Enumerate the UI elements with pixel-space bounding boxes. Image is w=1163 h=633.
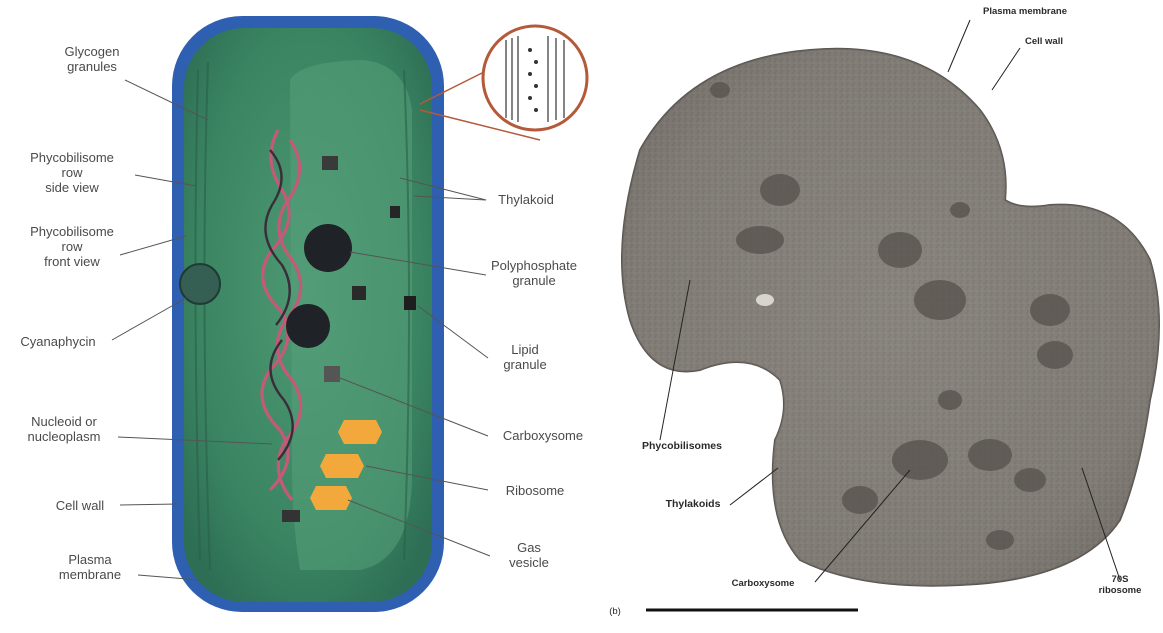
- label-phycobilisome-side: Phycobilisome row side view: [12, 150, 132, 195]
- granule: [322, 156, 338, 170]
- carboxysome-cube: [324, 366, 340, 382]
- label-ribosome: Ribosome: [490, 483, 580, 498]
- carboxysome: [310, 486, 352, 510]
- label-micrograph-carboxysome: Carboxysome: [708, 578, 818, 589]
- label-thylakoid: Thylakoid: [486, 192, 566, 207]
- label-micrograph-ribosome: 70S ribosome: [1080, 574, 1160, 596]
- cell-diagram: [112, 16, 587, 612]
- label-micrograph-cell-wall: Cell wall: [1004, 36, 1084, 47]
- phycobilisome-inset: [420, 26, 587, 140]
- label-plasma-membrane: Plasma membrane: [44, 552, 136, 582]
- polyphosphate-granule: [286, 304, 330, 348]
- label-gas-vesicle: Gas vesicle: [494, 540, 564, 570]
- carboxysome: [320, 454, 364, 478]
- granule: [390, 206, 400, 218]
- label-cell-wall: Cell wall: [40, 498, 120, 513]
- granule: [352, 286, 366, 300]
- label-lipid-granule: Lipid granule: [490, 342, 560, 372]
- lipid-granule: [404, 296, 416, 310]
- label-micrograph-plasma-membrane: Plasma membrane: [950, 6, 1100, 17]
- polyphosphate-granule: [304, 224, 352, 272]
- label-polyphosphate-granule: Polyphosphate granule: [474, 258, 594, 288]
- carboxysome: [338, 420, 382, 444]
- electron-micrograph: [622, 20, 1159, 610]
- label-micrograph-thylakoids: Thylakoids: [648, 498, 738, 510]
- label-micrograph-phycobilisomes: Phycobilisomes: [622, 440, 742, 452]
- label-phycobilisome-front: Phycobilisome row front view: [12, 224, 132, 269]
- granule: [282, 510, 300, 522]
- label-cyanophycin: Cyanaphycin: [8, 334, 108, 349]
- micrograph-vacuole: [756, 294, 774, 306]
- label-nucleoid: Nucleoid or nucleoplasm: [10, 414, 118, 444]
- label-glycogen-granules: Glycogen granules: [42, 44, 142, 74]
- panel-marker-b: (b): [600, 606, 630, 617]
- label-carboxysome: Carboxysome: [488, 428, 598, 443]
